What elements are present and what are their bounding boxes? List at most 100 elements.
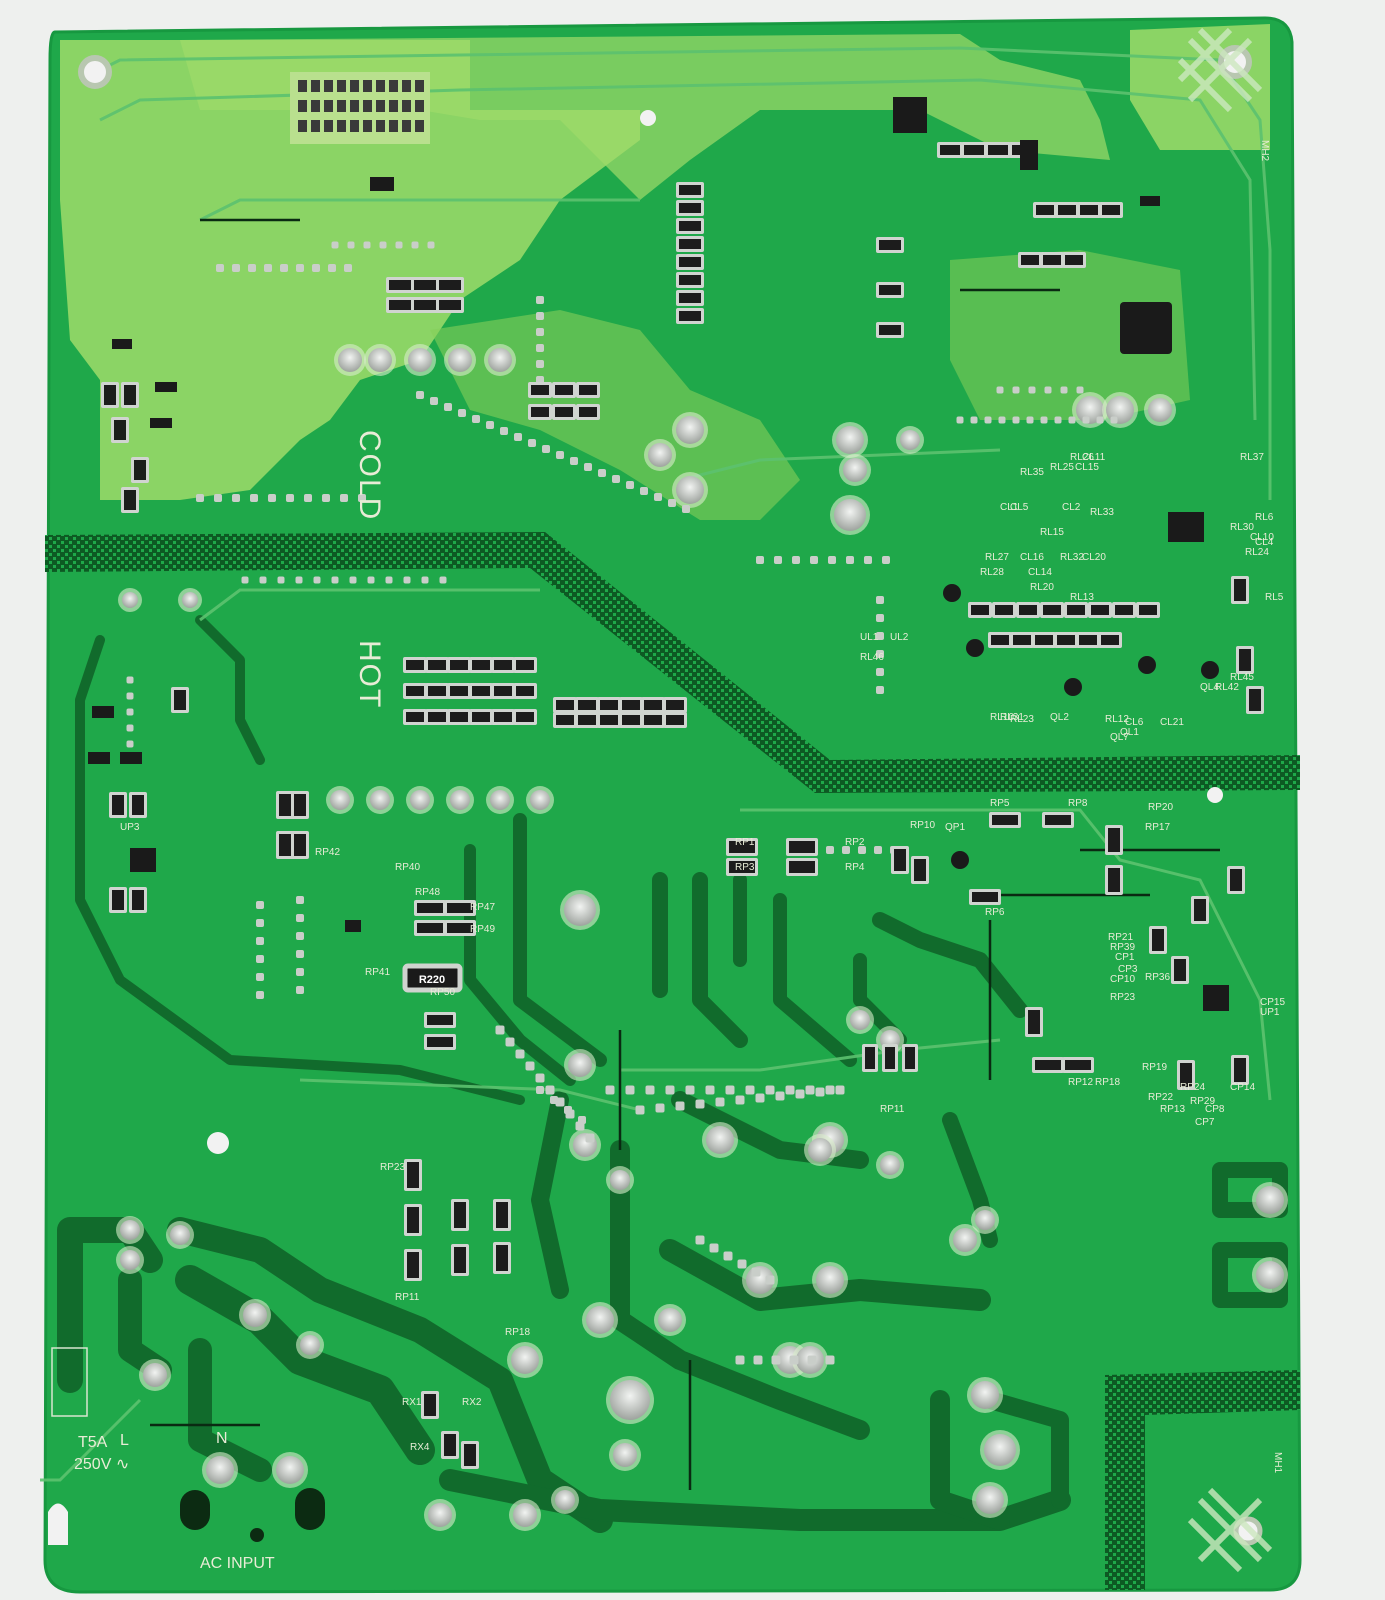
square-pad <box>536 328 544 336</box>
square-pad <box>570 457 578 465</box>
square-pad <box>695 1235 705 1245</box>
square-pad <box>725 1085 735 1095</box>
smd-resistor <box>579 407 597 417</box>
refdes-label: CP1 <box>1115 952 1135 963</box>
smd-resistor <box>666 700 684 710</box>
smd-resistor <box>556 715 574 725</box>
refdes-label: UP3 <box>120 822 140 833</box>
square-pad <box>1012 386 1020 394</box>
zener-zp <box>92 706 114 718</box>
refdes-label: RP29 <box>1190 1096 1215 1107</box>
square-pad <box>250 494 258 502</box>
square-pad <box>858 846 866 854</box>
refdes-label: RP1 <box>735 837 755 848</box>
refdes-label: RP18 <box>505 1327 530 1338</box>
smd-resistor <box>112 890 124 910</box>
smd-resistor <box>622 715 640 725</box>
smd-resistor <box>428 660 446 670</box>
smd-resistor <box>679 257 701 267</box>
square-pad <box>842 846 850 854</box>
header-pin <box>337 80 346 92</box>
refdes-label: QL7 <box>1110 732 1129 743</box>
solder-joint <box>1106 396 1134 424</box>
smd-resistor <box>294 794 306 816</box>
solder-joint <box>808 1138 832 1162</box>
square-pad <box>709 1243 719 1253</box>
square-pad <box>874 846 882 854</box>
solder-joint <box>408 348 432 372</box>
refdes-label: RP5 <box>990 798 1010 809</box>
refdes-label: RP12 <box>1068 1077 1093 1088</box>
square-pad <box>984 416 992 424</box>
refdes-label: CP8 <box>1205 1104 1225 1115</box>
diode-d1 <box>112 339 132 349</box>
square-pad <box>358 494 366 502</box>
square-pad <box>970 416 978 424</box>
square-pad <box>1044 386 1052 394</box>
copper-pour-mid <box>430 310 800 520</box>
header-pin <box>376 80 385 92</box>
square-pad <box>765 1275 775 1285</box>
smd-resistor <box>1091 605 1109 615</box>
solder-joint <box>338 348 362 372</box>
square-pad <box>216 264 224 272</box>
square-pad <box>545 1085 555 1095</box>
smd-resistor <box>424 1394 436 1416</box>
refdes-label: RP23 <box>380 1162 405 1173</box>
square-pad <box>550 1096 558 1104</box>
solder-joint <box>564 894 596 926</box>
smd-resistor <box>1019 605 1037 615</box>
smd-resistor <box>407 1162 419 1188</box>
smd-resistor <box>729 841 755 853</box>
square-pad <box>367 576 375 584</box>
square-pad <box>349 576 357 584</box>
smd-resistor <box>454 1202 466 1228</box>
square-pad <box>876 596 884 604</box>
refdes-label: RP2 <box>845 837 865 848</box>
solder-joint <box>276 1456 304 1484</box>
smd-resistor <box>556 700 574 710</box>
refdes-label: RL33 <box>1090 507 1114 518</box>
solder-joint <box>450 790 470 810</box>
refdes-label: RP42 <box>315 847 340 858</box>
smd-resistor <box>666 715 684 725</box>
square-pad <box>1060 386 1068 394</box>
square-pad <box>645 1085 655 1095</box>
voltage-label: 250V ∿ <box>74 1456 129 1473</box>
smd-resistor <box>279 794 291 816</box>
square-pad <box>612 475 620 483</box>
solder-joint <box>900 430 920 450</box>
refdes-label: QL2 <box>1050 712 1069 723</box>
smd-resistor <box>427 1015 453 1025</box>
square-pad <box>635 1105 645 1115</box>
refdes-label: RP18 <box>1095 1077 1120 1088</box>
square-pad <box>1040 416 1048 424</box>
square-pad <box>536 360 544 368</box>
refdes-label: CL15 <box>1075 462 1099 473</box>
header-pin <box>363 120 372 132</box>
smd-resistor <box>494 712 512 722</box>
refdes-label: CL11 <box>1082 452 1106 463</box>
refdes-label: CP10 <box>1110 974 1135 985</box>
header-pin <box>337 120 346 132</box>
square-pad <box>751 1267 761 1277</box>
diode-ql <box>1020 140 1038 170</box>
square-pad <box>655 1103 665 1113</box>
smd-resistor <box>1239 649 1251 671</box>
refdes-label: RL46 <box>860 652 884 663</box>
smd-resistor <box>578 700 596 710</box>
square-pad <box>626 481 634 489</box>
header-pin <box>376 120 385 132</box>
solder-joint <box>706 1126 734 1154</box>
smd-resistor <box>112 795 124 815</box>
smd-resistor <box>406 660 424 670</box>
smd-resistor <box>472 686 490 696</box>
square-pad <box>264 264 272 272</box>
transistor-ql4 <box>943 584 961 602</box>
header-pin <box>311 80 320 92</box>
header-pin <box>402 120 411 132</box>
solder-joint <box>953 1228 977 1252</box>
refdes-label: RP47 <box>470 902 495 913</box>
square-pad <box>256 955 264 963</box>
smd-resistor <box>1194 899 1206 921</box>
